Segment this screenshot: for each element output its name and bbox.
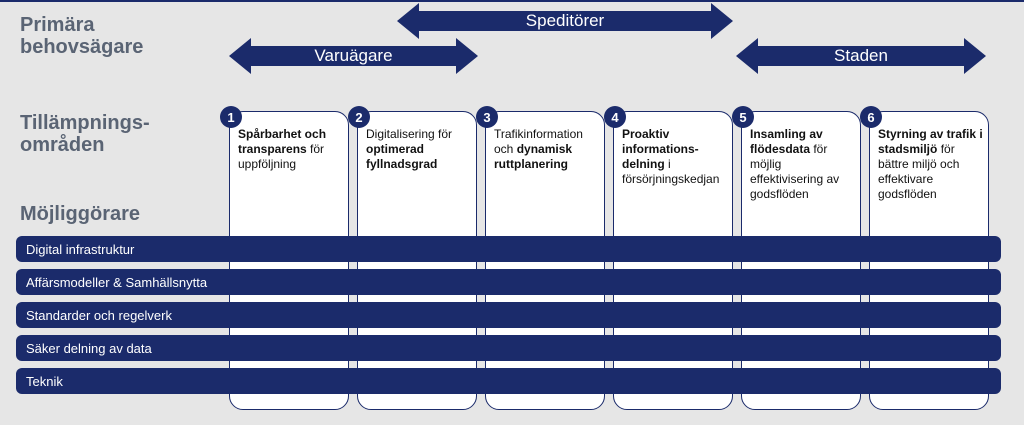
arrow-forwarders-label: Speditörer (525, 11, 605, 30)
card-number-badge: 1 (220, 106, 242, 128)
label-application-areas-line: områden (20, 134, 105, 156)
double-arrow-shape (229, 38, 478, 74)
card-text-normal: för uppföljning (238, 142, 325, 171)
card-description: Digitalisering för optimerad fyllnadsgra… (366, 127, 472, 172)
card-number-badge: 5 (732, 106, 754, 128)
arrow-cargo-owners: Varuägare (229, 38, 478, 74)
card-description: Spårbarhet och transparens för uppföljni… (238, 127, 344, 172)
arrow-cargo-owners-label: Varuägare (314, 46, 393, 65)
arrow-forwarders: Speditörer (397, 3, 733, 39)
card-description: Styrning av trafik i stadsmiljö för bätt… (878, 127, 984, 202)
card-text-normal: Trafikinformation och (494, 127, 583, 156)
card-text-bold: Insamling av flödesdata (750, 127, 823, 156)
card-text-bold: Styrning av trafik i stadsmiljö (878, 127, 983, 156)
enabler-bar-technology: Teknik (16, 368, 1001, 394)
label-primary-owners-line: Primära (20, 14, 95, 36)
card-number-badge: 3 (476, 106, 498, 128)
label-primary-owners-line: behovsägare (20, 36, 144, 58)
card-text-bold: optimerad fyllnadsgrad (366, 142, 438, 171)
card-text-normal: Digitalisering för (366, 127, 453, 141)
enabler-bar-standards: Standarder och regelverk (16, 302, 1001, 328)
enabler-bar-business-models: Affärsmodeller & Samhällsnytta (16, 269, 1001, 295)
label-application-areas-line: Tillämpnings- (20, 112, 150, 134)
double-arrow-shape (736, 38, 986, 74)
arrow-city: Staden (736, 38, 986, 74)
card-description: Trafikinformation och dynamisk ruttplane… (494, 127, 600, 172)
card-text-normal: för möjlig effektivisering av godsflöden (750, 142, 840, 201)
enabler-bar-secure-data-sharing: Säker delning av data (16, 335, 1001, 361)
card-text-bold: Spårbarhet och transparens (238, 127, 327, 156)
card-text-bold: dynamisk ruttplanering (494, 142, 573, 171)
double-arrow-shape (397, 3, 733, 39)
enabler-bar-digital-infrastructure: Digital infrastruktur (16, 236, 1001, 262)
top-border-line (0, 0, 1024, 2)
card-number-badge: 6 (860, 106, 882, 128)
card-number-badge: 4 (604, 106, 626, 128)
label-application-areas-text: Tillämpnings-områden (20, 112, 150, 156)
card-description: Proaktiv informations-delning i försörjn… (622, 127, 728, 187)
card-text-normal: för bättre miljö och effektivare godsflö… (878, 142, 960, 201)
card-number-badge: 2 (348, 106, 370, 128)
card-text-bold: Proaktiv informations-delning (622, 127, 699, 171)
label-application-areas: Tillämpnings-områden (20, 112, 150, 156)
card-text-normal: i försörjningskedjan (622, 157, 720, 186)
arrow-city-label: Staden (834, 46, 888, 65)
label-enablers: Möjliggörare (20, 203, 141, 225)
card-description: Insamling av flödesdata för möjlig effek… (750, 127, 856, 202)
